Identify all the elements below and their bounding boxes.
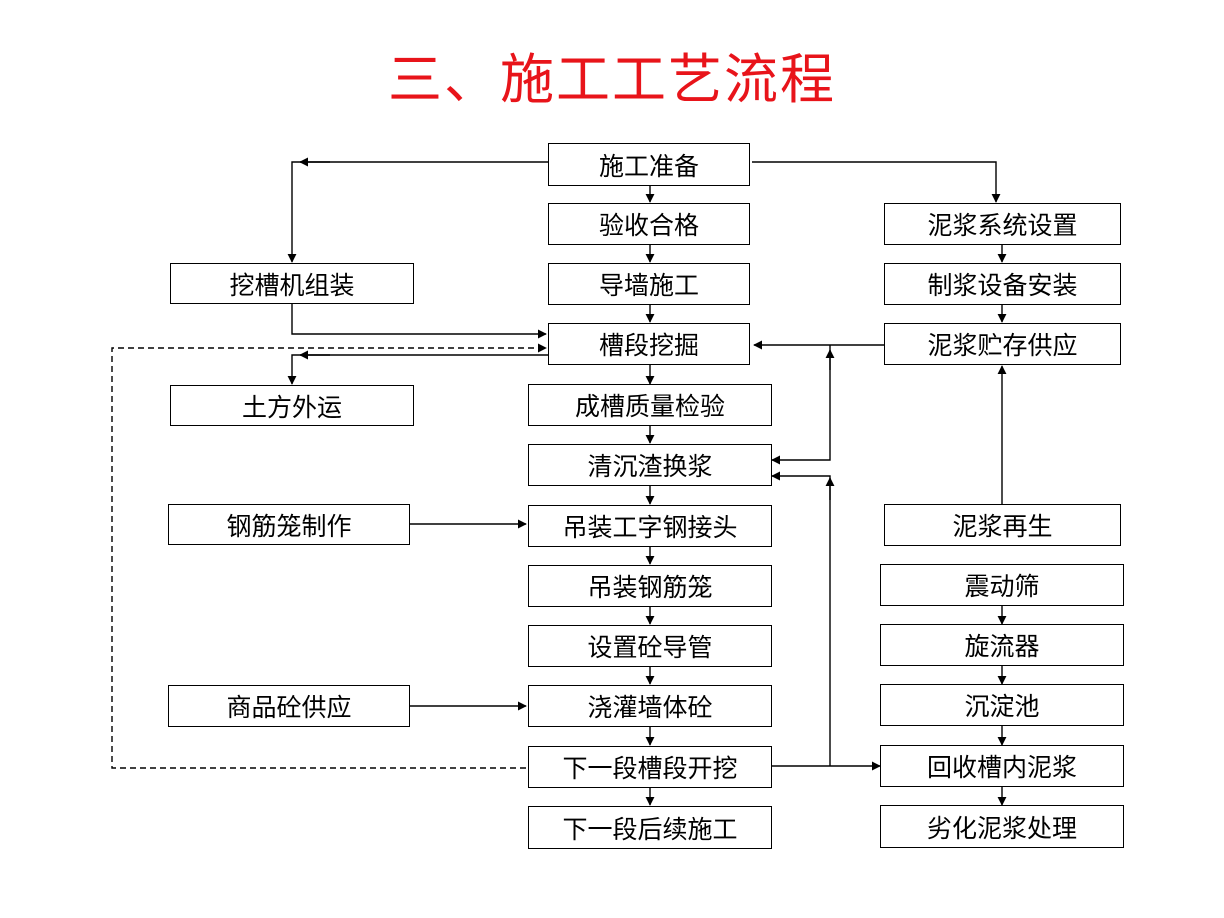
node-hoist-joint: 吊装工字钢接头 <box>528 505 772 547</box>
arrow-nextexcavate-clean <box>771 471 831 766</box>
node-slurry-system: 泥浆系统设置 <box>884 203 1121 245</box>
node-prep: 施工准备 <box>548 143 750 186</box>
node-clean: 清沉渣换浆 <box>528 444 772 486</box>
node-shaker: 震动筛 <box>880 564 1124 606</box>
node-slurry-equip: 制浆设备安装 <box>884 263 1121 305</box>
node-concrete-supply: 商品砼供应 <box>168 685 410 727</box>
node-tremie: 设置砼导管 <box>528 625 772 667</box>
node-earth-transport: 土方外运 <box>170 385 414 426</box>
node-guidewall: 导墙施工 <box>548 263 750 305</box>
node-cage-make: 钢筋笼制作 <box>168 504 410 545</box>
node-recover: 回收槽内泥浆 <box>880 745 1124 787</box>
node-dispose: 劣化泥浆处理 <box>880 805 1124 848</box>
arrow-loop-dashed <box>111 343 547 769</box>
arrow-prep-trenchmachine <box>287 161 548 263</box>
arrow-trenchmachine-excavate <box>291 304 547 339</box>
node-next-follow: 下一段后续施工 <box>528 806 772 849</box>
node-pour: 浇灌墙体砼 <box>528 685 772 727</box>
node-quality: 成槽质量检验 <box>528 384 772 426</box>
arrow-store-clean <box>771 345 831 465</box>
node-trench-machine: 挖槽机组装 <box>170 263 414 304</box>
arrow-excavate-earth <box>287 354 548 385</box>
node-slurry-store: 泥浆贮存供应 <box>884 323 1121 365</box>
node-next-excavate: 下一段槽段开挖 <box>528 746 772 788</box>
node-cyclone: 旋流器 <box>880 624 1124 666</box>
node-hoist-cage: 吊装钢筋笼 <box>528 565 772 607</box>
node-settle: 沉淀池 <box>880 684 1124 726</box>
node-excavate: 槽段挖掘 <box>548 323 750 365</box>
node-slurry-regen: 泥浆再生 <box>884 504 1121 546</box>
arrow-prep-slurrysystem <box>752 161 1001 203</box>
node-accept: 验收合格 <box>548 203 750 245</box>
page-title: 三、施工工艺流程 <box>388 48 836 111</box>
